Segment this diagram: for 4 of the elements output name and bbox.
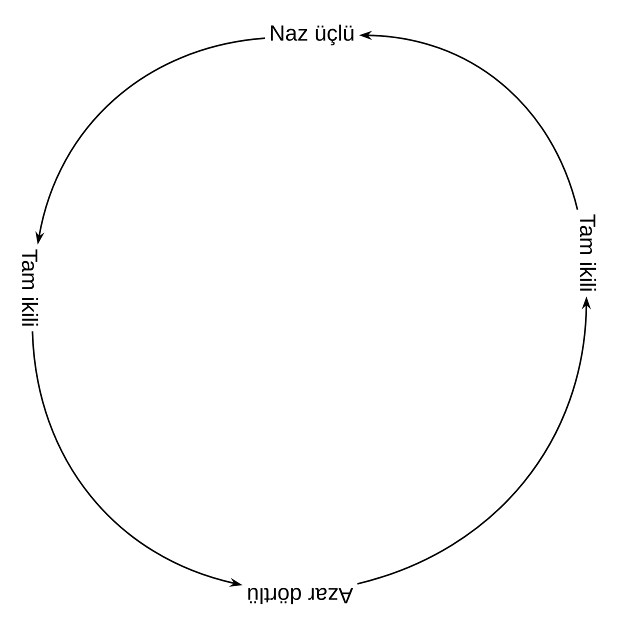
cycle-label: Tam ikili [580,214,596,291]
cycle-label: Naz üçlü [271,24,354,46]
cycle-label: Tam ikili [22,249,38,326]
cycle-label: Azar dörtlü [248,588,354,604]
